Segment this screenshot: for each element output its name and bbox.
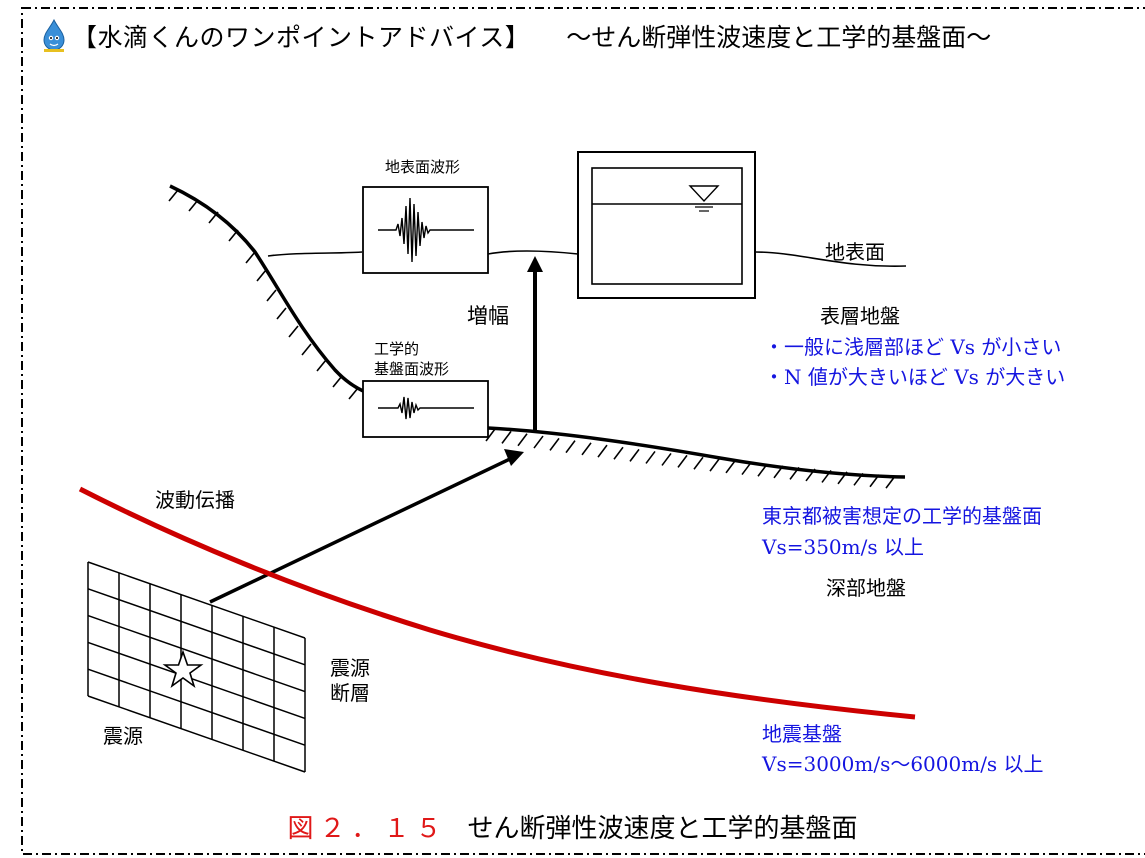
hatch-mark [869, 474, 880, 488]
base-waveform-label-line1: 工学的 [374, 340, 420, 358]
hatch-mark [517, 433, 528, 447]
source-fault-label-line2: 断層 [330, 681, 370, 705]
structure-inner [591, 167, 743, 285]
hatch-mark [597, 444, 608, 458]
hatch-mark [316, 359, 327, 372]
engineering-base-line [487, 426, 906, 479]
hatch-mark [276, 307, 287, 320]
surface-layer-note-1: ・一般に浅層部ほど Vs が小さい [764, 335, 1062, 359]
hatch-mark [266, 289, 277, 302]
header-title: 【水滴くんのワンポイントアドバイス】 [72, 23, 531, 52]
hatch-mark [501, 430, 512, 444]
hatch-mark [256, 269, 267, 282]
figure-caption: 図２．１５ せん断弾性波速度と工学的基盤面 [0, 808, 1145, 845]
hatch-mark [348, 387, 359, 400]
hatch-mark [87, 695, 306, 773]
hatch-mark [645, 450, 656, 464]
ground-surface-label: 地表面 [825, 240, 885, 264]
hatch-mark [885, 475, 896, 489]
base-waveform-label-line2: 基盤面波形 [374, 360, 450, 378]
hatch-mark [693, 456, 704, 470]
hatch-mark [677, 454, 688, 468]
hatch-mark [87, 561, 306, 639]
hatch-mark [228, 229, 239, 242]
surface-layer-label: 表層地盤 [820, 304, 900, 328]
hatch-mark [245, 251, 256, 264]
bedrock-line [78, 486, 916, 720]
amplification-arrow-head [527, 256, 543, 272]
hypocenter-label: 震源 [103, 724, 143, 748]
hatch-mark [853, 472, 864, 486]
hatch-mark [773, 465, 784, 479]
hatch-mark [485, 428, 496, 442]
hatch-mark [87, 668, 306, 746]
caption-text: せん断弾性波速度と工学的基盤面 [467, 814, 858, 844]
slope-line [169, 184, 369, 395]
ground-surface-line [267, 250, 907, 267]
hatch-mark [805, 468, 816, 482]
surface-waveform-label: 地表面波形 [385, 158, 461, 176]
hatch-mark [565, 440, 576, 454]
hatch-mark [332, 375, 343, 388]
surface-waveform [378, 197, 474, 263]
dashed-border [21, 7, 1145, 855]
base-waveform [378, 396, 474, 420]
hatch-mark [837, 471, 848, 485]
propagation-arrow-head [504, 449, 524, 466]
hatch-mark [288, 325, 299, 338]
caption-number: 図２．１５ [287, 814, 448, 844]
hatch-mark [741, 462, 752, 476]
bedrock-vs: Vs=3000m/s～6000m/s 以上 [762, 752, 1044, 776]
hatch-mark [87, 641, 306, 720]
water-level-icon [688, 185, 720, 203]
hatch-mark [301, 343, 312, 356]
wave-propagation-label: 波動伝播 [155, 488, 235, 512]
hatch-mark [581, 442, 592, 456]
hatch-mark [757, 463, 768, 477]
hatch-mark [208, 211, 219, 224]
surface-layer-note-2: ・N 値が大きいほど Vs が大きい [764, 365, 1066, 389]
hatch-mark [549, 437, 560, 451]
tokyo-base-vs: Vs=350m/s 以上 [762, 535, 924, 559]
hypocenter-star-icon [162, 649, 204, 689]
hatch-mark [821, 469, 832, 483]
hatch-mark [168, 189, 179, 202]
slope-hatching [168, 189, 359, 400]
hatch-mark [709, 458, 720, 472]
hatch-mark [661, 452, 672, 466]
hatch-mark [533, 435, 544, 449]
hatch-mark [613, 446, 624, 460]
hatch-mark [87, 614, 306, 693]
amplification-label: 増幅 [467, 304, 509, 328]
water-drop-mascot-icon [43, 18, 65, 52]
hatch-mark [725, 460, 736, 474]
bedrock-label: 地震基盤 [762, 722, 842, 746]
hatch-mark [188, 199, 199, 212]
tokyo-base-label: 東京都被害想定の工学的基盤面 [762, 504, 1042, 528]
hatch-mark [789, 466, 800, 480]
hatch-mark [87, 588, 306, 666]
header: 【水滴くんのワンポイントアドバイス】 ～せん断弾性波速度と工学的基盤面～ [42, 18, 991, 54]
structure-outer [577, 151, 756, 299]
hatch-mark [629, 448, 640, 462]
header-subtitle: ～せん断弾性波速度と工学的基盤面～ [566, 23, 992, 52]
base-hatching [485, 428, 896, 489]
deep-ground-label: 深部地盤 [826, 576, 906, 600]
base-waveform-box [362, 380, 489, 438]
fault-plane-grid [87, 561, 306, 773]
source-fault-label-line1: 震源 [330, 656, 370, 680]
